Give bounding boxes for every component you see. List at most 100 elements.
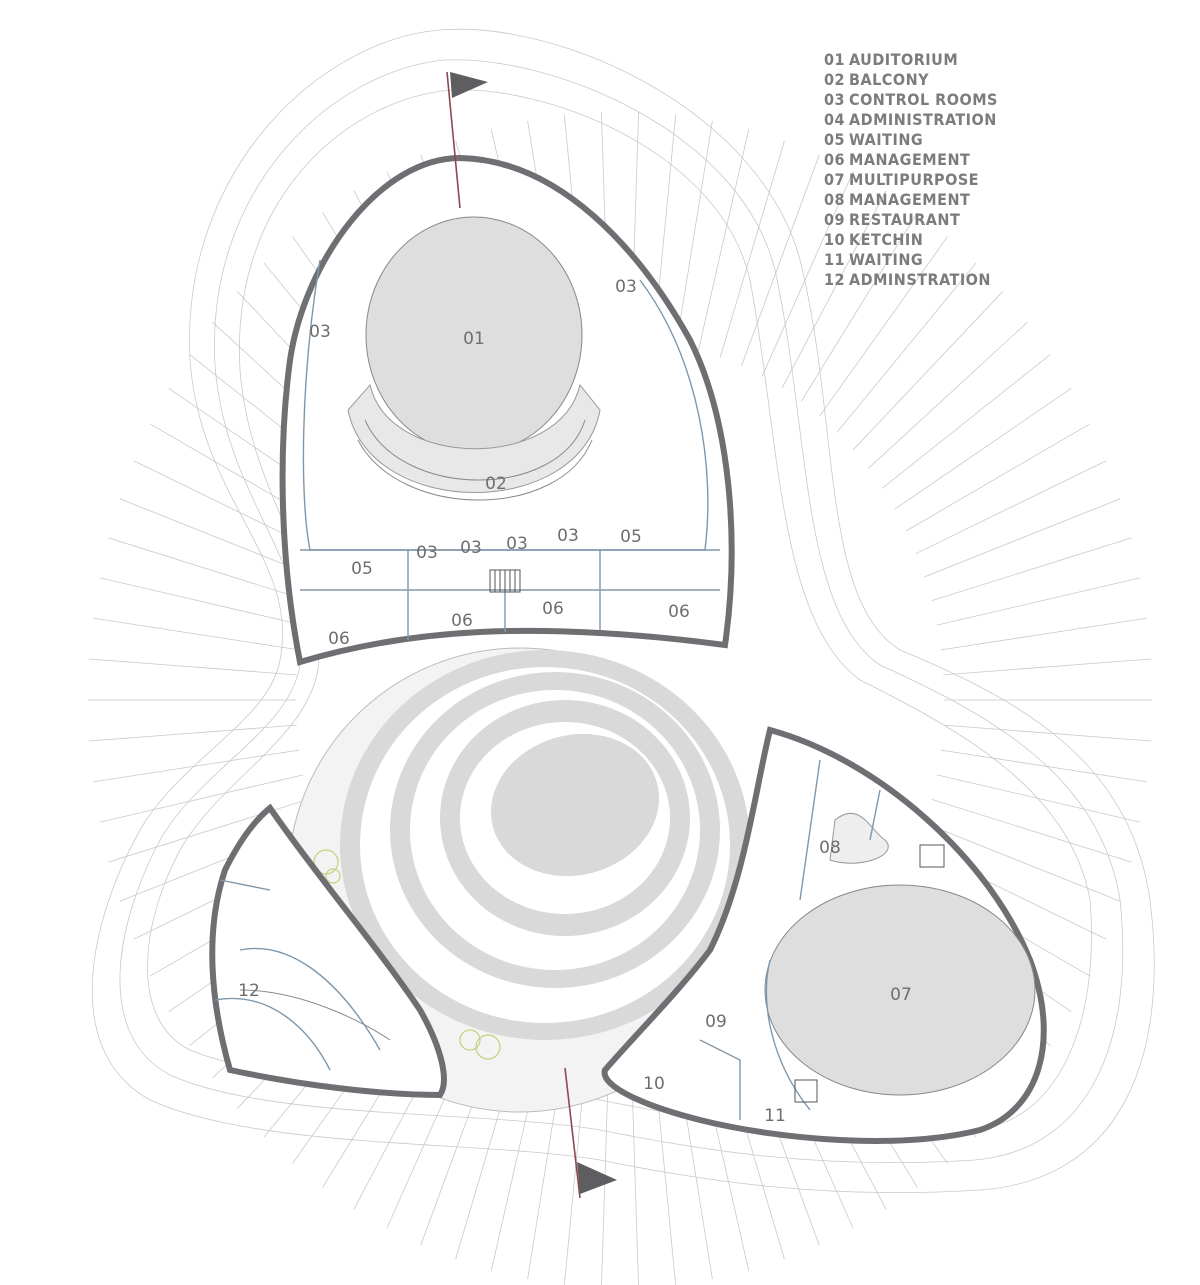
grid-line — [601, 1059, 610, 1285]
grid-line — [936, 774, 1141, 823]
grid-line — [836, 262, 977, 433]
room-label-06: 06 — [328, 629, 350, 649]
grid-line — [924, 498, 1121, 578]
room-label-11: 11 — [764, 1106, 786, 1126]
grid-line — [99, 774, 304, 823]
room-label-03: 03 — [506, 534, 528, 554]
legend-number: 12 — [824, 270, 846, 289]
auditorium-building — [279, 154, 735, 666]
room-label-02: 02 — [485, 474, 507, 494]
grid-line — [108, 537, 309, 602]
grid-line — [675, 120, 713, 346]
grid-line — [719, 140, 785, 358]
room-label-09: 09 — [705, 1012, 727, 1032]
grid-line — [924, 822, 1121, 902]
grid-line — [943, 658, 1151, 676]
north-arrow-flag-icon — [446, 71, 488, 209]
legend-room-name: KETCHIN — [849, 230, 924, 249]
room-label-03: 03 — [557, 526, 579, 546]
legend-number: 05 — [824, 130, 846, 149]
grid-line — [852, 291, 1003, 451]
room-label-10: 10 — [643, 1074, 665, 1094]
room-label-03: 03 — [460, 538, 482, 558]
grid-line — [89, 724, 297, 742]
room-label-06: 06 — [451, 611, 473, 631]
legend-room-name: MULTIPURPOSE — [849, 170, 980, 189]
room-label-03: 03 — [615, 277, 637, 297]
legend-room-name: WAITING — [849, 130, 924, 149]
grid-line — [108, 798, 309, 863]
stair-icon — [794, 1079, 818, 1103]
stair-icon — [919, 844, 945, 868]
legend-number: 01 — [824, 50, 846, 69]
grid-line — [905, 423, 1090, 532]
grid-line — [89, 658, 297, 676]
room-label-05: 05 — [620, 527, 642, 547]
grid-line — [931, 798, 1132, 863]
grid-line — [943, 724, 1151, 742]
legend-number: 03 — [824, 90, 846, 109]
grid-line — [867, 321, 1028, 469]
stair-icon — [489, 569, 521, 593]
grid-line — [931, 537, 1132, 602]
grid-line — [940, 617, 1147, 651]
grid-line — [781, 190, 887, 389]
room-label-03: 03 — [416, 543, 438, 563]
room-label-05: 05 — [351, 559, 373, 579]
grid-line — [881, 354, 1051, 489]
legend-number: 10 — [824, 230, 846, 249]
grid-line — [119, 498, 316, 578]
section-flag-icon — [564, 1067, 617, 1199]
room-label-06: 06 — [542, 599, 564, 619]
legend-room-name: MANAGEMENT — [849, 190, 971, 209]
legend-room-name: MANAGEMENT — [849, 150, 971, 169]
legend-number: 07 — [824, 170, 846, 189]
grid-line — [740, 154, 820, 367]
grid-line — [915, 460, 1107, 554]
multipurpose-building — [601, 726, 1047, 1144]
grid-line — [697, 129, 750, 351]
legend-room-name: CONTROL ROOMS — [849, 90, 998, 109]
room-label-12: 12 — [238, 981, 260, 1001]
legend-number: 02 — [824, 70, 846, 89]
legend-number: 11 — [824, 250, 846, 269]
grid-line — [936, 577, 1141, 626]
grid-line — [894, 388, 1072, 510]
grid-line — [93, 749, 300, 783]
legend-room-name: ADMINISTRATION — [849, 110, 997, 129]
legend-number: 06 — [824, 150, 846, 169]
grid-line — [761, 171, 854, 377]
grid-line — [800, 212, 918, 402]
central-plaza — [287, 647, 753, 1113]
room-label-06: 06 — [668, 602, 690, 622]
room-label-01: 01 — [463, 329, 485, 349]
legend-number: 08 — [824, 190, 846, 209]
tree-icon — [313, 849, 501, 1060]
grid-line — [93, 617, 300, 651]
room-labels: 01 02 03 03 03 03 03 03 05 05 06 06 06 0… — [238, 277, 912, 1126]
legend-room-name: ADMINSTRATION — [849, 270, 991, 289]
legend-room-name: WAITING — [849, 250, 924, 269]
legend-number: 09 — [824, 210, 846, 229]
legend-room-name: RESTAURANT — [849, 210, 961, 229]
grid-line — [99, 577, 304, 626]
grid-line — [819, 236, 948, 417]
room-label-03: 03 — [309, 322, 331, 342]
legend-room-name: AUDITORIUM — [849, 50, 959, 69]
grid-line — [940, 749, 1147, 783]
administration-building — [209, 803, 447, 1099]
legend-room-name: BALCONY — [849, 70, 930, 89]
